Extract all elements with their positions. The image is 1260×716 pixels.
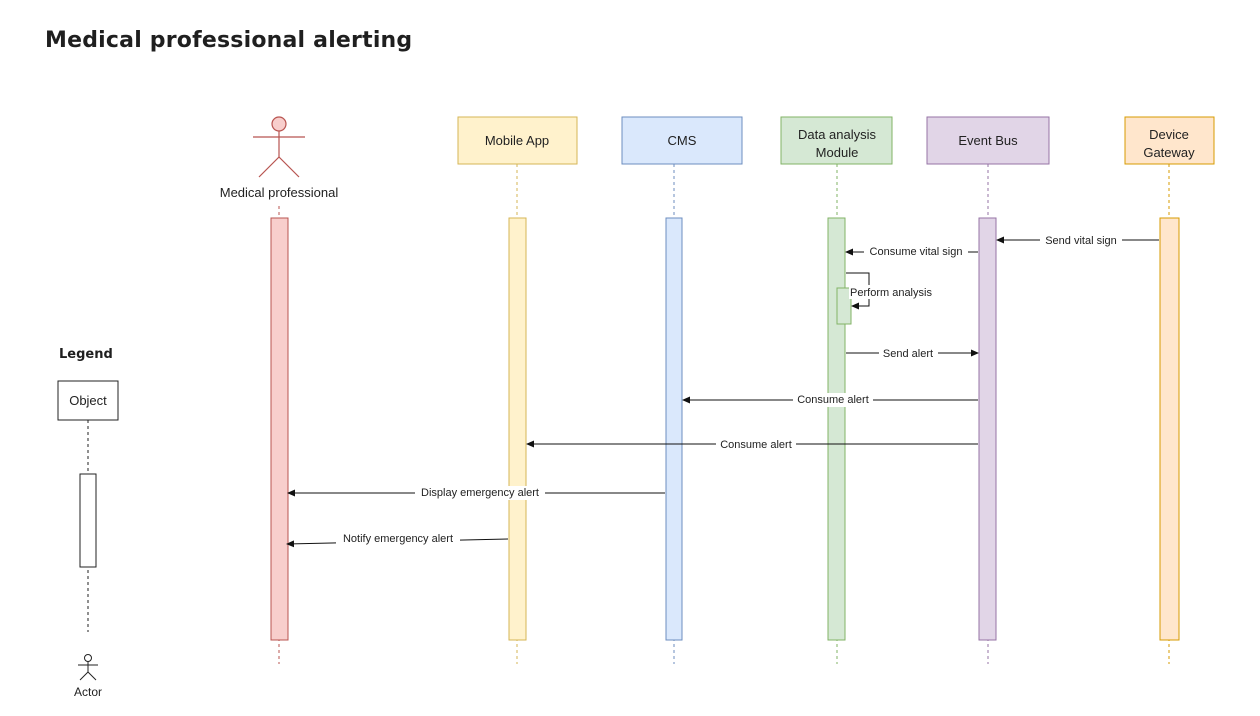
self-activation-bar [836,287,852,325]
legend-title: Legend [59,347,113,362]
legend: Legend Object Actor [57,347,119,699]
participant-box [780,116,893,165]
participant-box [1124,116,1215,165]
message-display-emergency-alert[interactable]: Display emergency alert [287,486,665,500]
legend-activation-bar [79,473,97,568]
message-label: Consume alert [720,439,792,451]
message-label: Perform analysis [850,287,932,299]
activation-bar-cms [665,217,683,641]
participant-label-line-2: Module [816,145,859,160]
activation-bar-actor [270,217,289,641]
participant-data-analysis-module[interactable]: Data analysis Module [780,116,893,165]
message-perform-analysis[interactable]: Perform analysis [846,272,933,310]
participant-label: CMS [668,133,697,148]
message-consume-alert-cms[interactable]: Consume alert [682,393,978,407]
message-label: Send alert [883,348,933,360]
activation-bar-device-gateway [1159,217,1180,641]
actor-label: Medical professional [220,185,339,200]
message-consume-alert-mobile[interactable]: Consume alert [526,437,978,451]
legend-actor-label: Actor [74,685,102,699]
participant-label: Event Bus [958,133,1018,148]
participant-label: Mobile App [485,133,549,148]
participant-mobile-app[interactable]: Mobile App [457,116,578,165]
message-notify-emergency-alert[interactable]: Notify emergency alert [286,531,509,548]
participant-label-line-1: Data analysis [798,127,877,142]
person-icon [253,116,305,178]
message-send-alert[interactable]: Send alert [846,346,979,360]
activation-bar-event-bus [978,217,997,641]
message-label: Notify emergency alert [343,533,453,545]
activation-bar-mobile-app [508,217,527,641]
participant-label-line-2: Gateway [1143,145,1195,160]
message-send-vital-sign[interactable]: Send vital sign [996,233,1159,247]
participant-cms[interactable]: CMS [621,116,743,165]
message-consume-vital-sign[interactable]: Consume vital sign [845,245,978,259]
participant-box [457,116,578,165]
participant-event-bus[interactable]: Event Bus [926,116,1050,165]
message-label: Consume vital sign [870,246,963,258]
activation-bar-data-analysis-module [827,217,846,641]
legend-object-box [57,380,119,421]
actor-figure[interactable]: Medical professional [220,116,339,200]
participant-box [926,116,1050,165]
participant-box [621,116,743,165]
legend-object-label: Object [69,393,107,408]
legend-actor-icon [78,654,98,681]
message-label: Display emergency alert [421,487,539,499]
participant-device-gateway[interactable]: Device Gateway [1124,116,1215,165]
message-label: Send vital sign [1045,235,1117,247]
message-label: Consume alert [797,394,869,406]
participant-label-line-1: Device [1149,127,1189,142]
page-title: Medical professional alerting [45,28,413,53]
